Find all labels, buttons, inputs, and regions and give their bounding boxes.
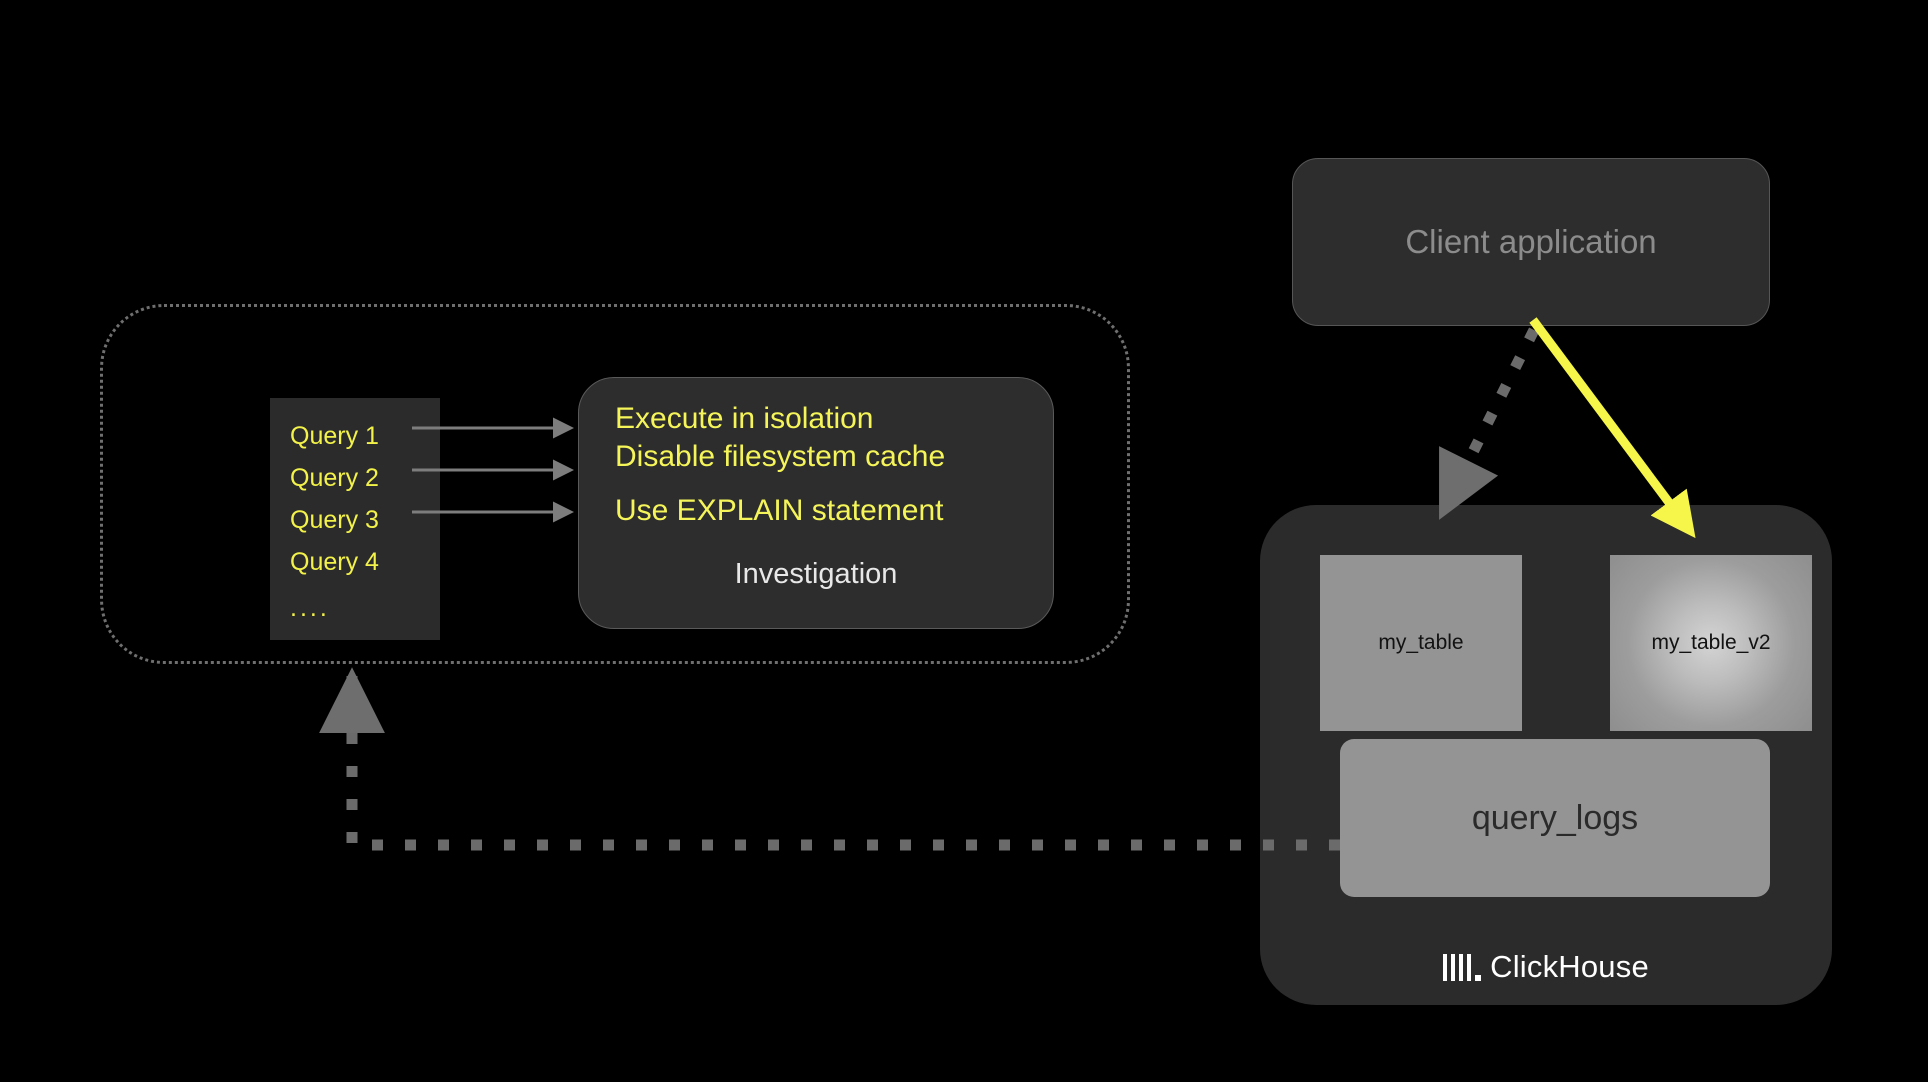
list-item-ellipsis: .... — [290, 594, 330, 622]
clickhouse-logo: ClickHouse — [1260, 949, 1832, 985]
connector-client-to-my-table — [1438, 327, 1539, 520]
clickhouse-bars-icon — [1443, 953, 1482, 981]
investigation-group-container — [100, 304, 1130, 664]
query-list-card: Query 1 Query 2 Query 3 Query 4 .... — [270, 398, 440, 640]
list-item: Query 2 — [290, 464, 379, 492]
list-item: Query 1 — [290, 422, 379, 450]
connector-query-logs-to-query-list — [319, 667, 1340, 851]
investigation-card: Execute in isolation Disable filesystem … — [578, 377, 1054, 629]
table-node-label: my_table_v2 — [1651, 631, 1771, 654]
investigation-card-title: Investigation — [734, 558, 898, 590]
clickhouse-container: my_table my_table_v2 query_logs ClickHou… — [1260, 505, 1832, 1005]
list-item: Query 3 — [290, 506, 379, 534]
table-node-my-table-v2: my_table_v2 — [1610, 555, 1812, 731]
table-node-my-table: my_table — [1320, 555, 1522, 731]
clickhouse-wordmark: ClickHouse — [1490, 949, 1649, 984]
connector-client-to-my-table-v2 — [1529, 317, 1696, 539]
query-logs-label: query_logs — [1471, 798, 1639, 837]
investigation-tip: Use EXPLAIN statement — [615, 494, 944, 527]
table-node-label: my_table — [1378, 631, 1464, 654]
investigation-tip: Execute in isolation — [615, 402, 874, 435]
investigation-tip: Disable filesystem cache — [615, 440, 946, 473]
client-application-node: Client application — [1292, 158, 1770, 326]
client-application-label: Client application — [1405, 223, 1657, 260]
list-item: Query 4 — [290, 548, 379, 576]
query-logs-node: query_logs — [1340, 739, 1770, 897]
